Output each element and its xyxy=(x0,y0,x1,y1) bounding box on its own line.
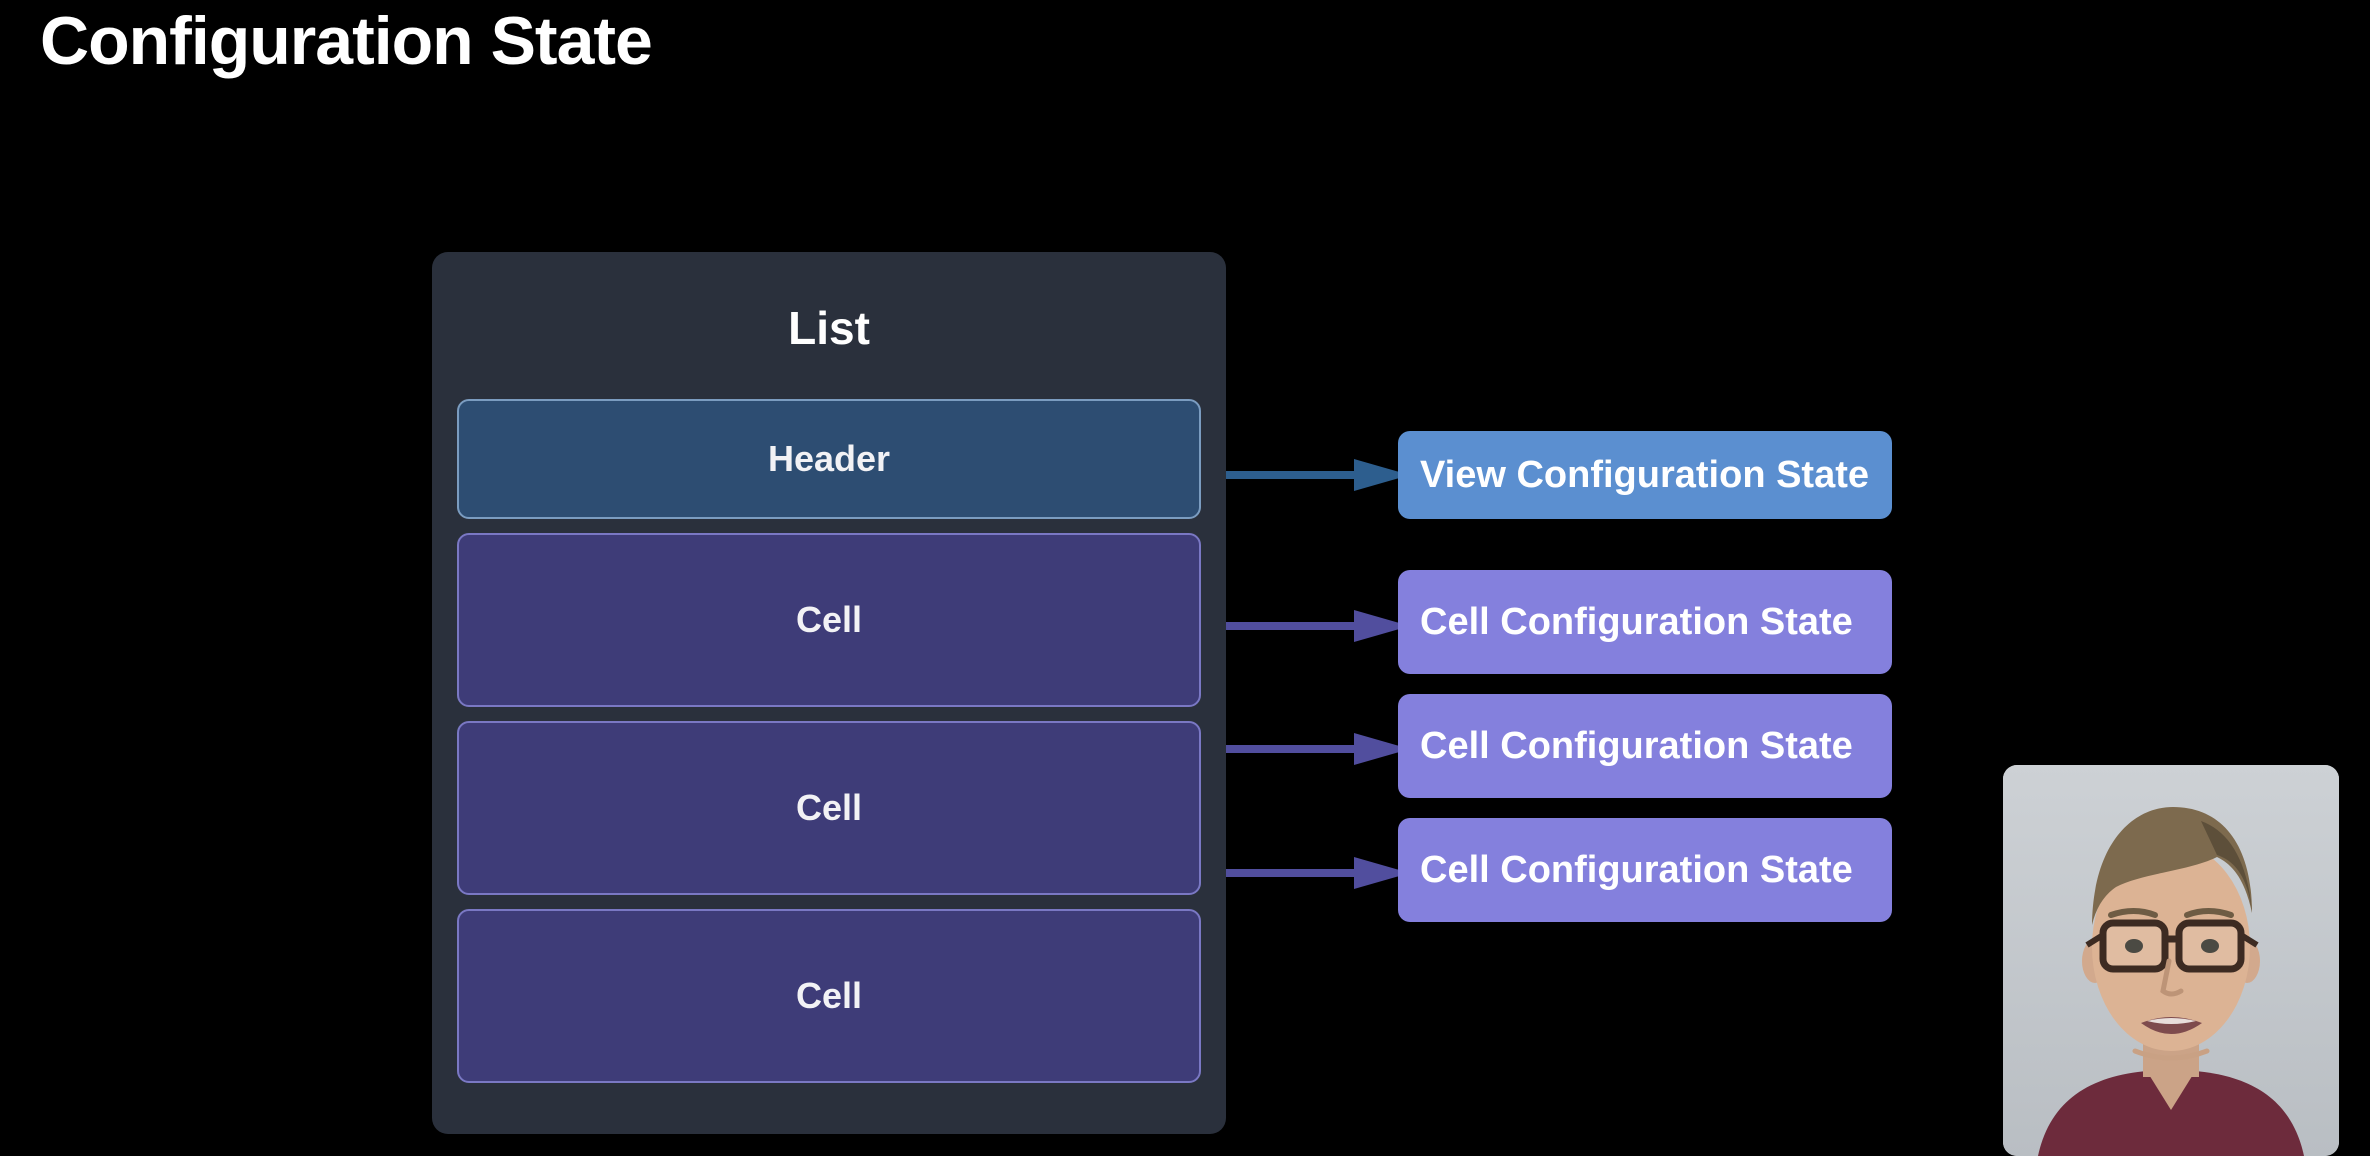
list-container: List Header Cell Cell Cell xyxy=(432,252,1226,1134)
list-row-label: Header xyxy=(767,438,891,479)
state-box-label: Cell Configuration State xyxy=(1420,600,1853,643)
cell-configuration-state-box-3[interactable]: Cell Configuration State xyxy=(1398,818,1892,922)
view-configuration-state-box[interactable]: View Configuration State xyxy=(1398,431,1892,519)
list-row-label: Cell xyxy=(795,787,863,828)
arrow-right-icon-header xyxy=(1226,457,1410,493)
list-row-cell-3[interactable]: Cell xyxy=(457,909,1201,1083)
state-box-label: Cell Configuration State xyxy=(1420,848,1853,891)
page-title: Configuration State xyxy=(40,3,653,79)
arrow-right-icon-cell-1 xyxy=(1226,608,1410,644)
list-row-cell-2[interactable]: Cell xyxy=(457,721,1201,895)
arrow-right-icon-cell-2 xyxy=(1226,731,1410,767)
list-row-label: Cell xyxy=(795,599,863,640)
presenter-video-inset[interactable] xyxy=(2003,765,2339,1156)
cell-configuration-state-box-1[interactable]: Cell Configuration State xyxy=(1398,570,1892,674)
arrow-right-icon-cell-3 xyxy=(1226,855,1410,891)
presenter-portrait xyxy=(2003,765,2339,1156)
state-box-label: Cell Configuration State xyxy=(1420,724,1853,767)
state-box-label: View Configuration State xyxy=(1420,453,1870,496)
list-row-cell-1[interactable]: Cell xyxy=(457,533,1201,707)
list-row-label: Cell xyxy=(795,975,863,1016)
list-title: List xyxy=(788,302,870,354)
list-row-header[interactable]: Header xyxy=(457,399,1201,519)
cell-configuration-state-box-2[interactable]: Cell Configuration State xyxy=(1398,694,1892,798)
